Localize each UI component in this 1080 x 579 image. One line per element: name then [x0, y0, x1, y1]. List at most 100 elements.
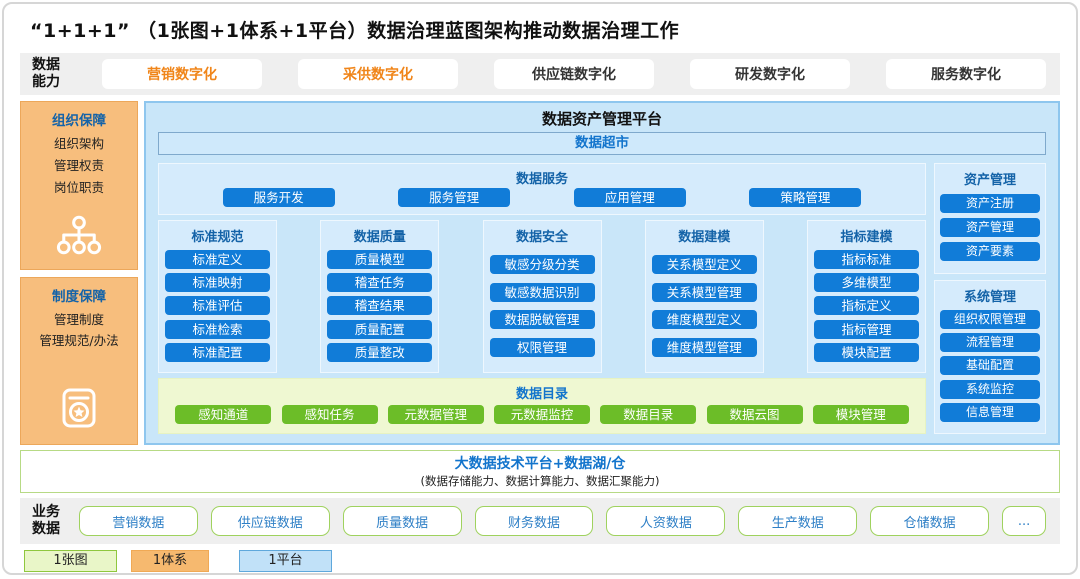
finance-data-pill[interactable]: 财务数据 — [474, 506, 594, 536]
data-service-title: 数据服务 — [515, 172, 568, 187]
permission-mgmt-button[interactable]: 权限管理 — [489, 338, 595, 358]
quality-config-button[interactable]: 质量配置 — [327, 319, 433, 339]
module-config-button[interactable]: 模块配置 — [814, 342, 919, 362]
sense-channel-button[interactable]: 感知通道 — [175, 405, 272, 424]
data-quality-column: 数据质量 质量模型 稽查任务 稽查结果 质量配置 质量整改 — [320, 220, 440, 373]
audit-task-button[interactable]: 稽查任务 — [327, 273, 433, 293]
capability-band-label: 数据能力 — [32, 56, 60, 91]
audit-result-button[interactable]: 稽查结果 — [327, 296, 433, 316]
capability-procurement[interactable]: 采供数字化 — [298, 59, 458, 89]
bigdata-title: 大数据技术平台+数据湖/仓 — [454, 456, 626, 472]
org-item: 管理权责 — [53, 157, 104, 173]
data-catalog-section: 数据目录 感知通道 感知任务 元数据管理 元数据监控 数据目录 数据云图 模块管… — [158, 378, 926, 434]
multidim-model-button[interactable]: 多维模型 — [814, 273, 919, 293]
warehouse-data-pill[interactable]: 仓储数据 — [870, 506, 990, 536]
legend-one-map: 1张图 — [24, 550, 117, 572]
system-mgmt-section: 系统管理 组织权限管理 流程管理 基础配置 系统监控 信息管理 — [934, 280, 1046, 434]
system-mgmt-title: 系统管理 — [963, 290, 1016, 305]
asset-mgmt-section: 资产管理 资产注册 资产管理 资产要素 — [934, 163, 1046, 274]
supply-chain-data-pill[interactable]: 供应链数据 — [210, 506, 330, 536]
process-mgmt-button[interactable]: 流程管理 — [940, 333, 1040, 353]
data-masking-button[interactable]: 数据脱敏管理 — [489, 310, 595, 330]
asset-element-button[interactable]: 资产要素 — [940, 242, 1040, 261]
legend-one-platform: 1平台 — [239, 550, 332, 572]
service-dev-button[interactable]: 服务开发 — [222, 188, 335, 207]
sensitive-classify-button[interactable]: 敏感分级分类 — [489, 254, 595, 274]
data-modeling-column: 数据建模 关系模型定义 关系模型管理 维度模型定义 维度模型管理 — [644, 220, 764, 373]
policy-mgmt-button[interactable]: 策略管理 — [749, 188, 862, 207]
business-data-band: 业务数据 营销数据 供应链数据 质量数据 财务数据 人资数据 生产数据 仓储数据… — [20, 498, 1060, 544]
policy-item: 管理规范/办法 — [39, 333, 119, 349]
policy-guarantee-box: 制度保障 管理制度 管理规范/办法 — [20, 276, 138, 445]
module-mgmt-button[interactable]: 模块管理 — [812, 405, 909, 424]
quality-fix-button[interactable]: 质量整改 — [327, 342, 433, 362]
stamp-certificate-icon — [27, 386, 131, 434]
relation-model-define-button[interactable]: 关系模型定义 — [651, 254, 757, 274]
std-search-button[interactable]: 标准检索 — [165, 319, 270, 339]
dimension-model-define-button[interactable]: 维度模型定义 — [651, 310, 757, 330]
asset-mgmt-title: 资产管理 — [963, 173, 1016, 188]
quality-data-pill[interactable]: 质量数据 — [342, 506, 462, 536]
org-guarantee-title: 组织保障 — [52, 113, 106, 129]
info-mgmt-button[interactable]: 信息管理 — [940, 402, 1040, 422]
org-permission-button[interactable]: 组织权限管理 — [940, 310, 1040, 330]
guarantee-sidebar: 组织保障 组织架构 管理权责 岗位职责 — [20, 101, 138, 445]
asset-register-button[interactable]: 资产注册 — [940, 194, 1040, 213]
dimension-model-mgmt-button[interactable]: 维度模型管理 — [651, 338, 757, 358]
capability-marketing[interactable]: 营销数字化 — [102, 59, 262, 89]
hr-data-pill[interactable]: 人资数据 — [606, 506, 726, 536]
bigdata-platform-band: 大数据技术平台+数据湖/仓 (数据存储能力、数据计算能力、数据汇聚能力) — [20, 450, 1060, 493]
indicator-mgmt-button[interactable]: 指标管理 — [814, 319, 919, 339]
data-mart-bar[interactable]: 数据超市 — [158, 132, 1046, 155]
standards-column: 标准规范 标准定义 标准映射 标准评估 标准检索 标准配置 — [158, 220, 277, 373]
legend-one-system: 1体系 — [131, 550, 209, 572]
asset-mgmt-button[interactable]: 资产管理 — [940, 218, 1040, 237]
data-quality-title: 数据质量 — [353, 230, 406, 245]
org-guarantee-box: 组织保障 组织架构 管理权责 岗位职责 — [20, 101, 138, 270]
std-mapping-button[interactable]: 标准映射 — [165, 273, 270, 293]
data-catalog-title: 数据目录 — [515, 387, 568, 402]
org-item: 组织架构 — [53, 136, 104, 151]
data-catalog-button[interactable]: 数据目录 — [600, 405, 697, 424]
sense-task-button[interactable]: 感知任务 — [281, 405, 378, 424]
capability-service[interactable]: 服务数字化 — [886, 59, 1046, 89]
data-capability-band: 数据能力 营销数字化 采供数字化 供应链数字化 研发数字化 服务数字化 — [20, 53, 1060, 95]
data-service-section: 数据服务 服务开发 服务管理 应用管理 策略管理 — [158, 163, 926, 215]
data-security-column: 数据安全 敏感分级分类 敏感数据识别 数据脱敏管理 权限管理 — [482, 220, 602, 373]
capability-rnd[interactable]: 研发数字化 — [690, 59, 850, 89]
relation-model-mgmt-button[interactable]: 关系模型管理 — [651, 282, 757, 302]
capability-supply-chain[interactable]: 供应链数字化 — [494, 59, 654, 89]
more-data-pill[interactable]: ... — [1002, 506, 1047, 536]
page-title: “1+1+1” （1张图+1体系+1平台）数据治理蓝图架构推动数据治理工作 — [30, 20, 680, 42]
metadata-monitor-button[interactable]: 元数据监控 — [494, 405, 590, 424]
system-monitor-button[interactable]: 系统监控 — [940, 379, 1040, 399]
marketing-data-pill[interactable]: 营销数据 — [79, 506, 198, 536]
data-modeling-title: 数据建模 — [678, 230, 731, 245]
legend: 1张图 1体系 1平台 — [20, 550, 1060, 572]
service-mgmt-button[interactable]: 服务管理 — [398, 188, 511, 207]
data-cloudmap-button[interactable]: 数据云图 — [706, 405, 803, 424]
policy-guarantee-title: 制度保障 — [52, 288, 106, 305]
standards-title: 标准规范 — [191, 230, 244, 245]
std-config-button[interactable]: 标准配置 — [165, 342, 270, 362]
bigdata-subtitle: (数据存储能力、数据计算能力、数据汇聚能力) — [420, 474, 660, 488]
std-evaluate-button[interactable]: 标准评估 — [165, 296, 270, 316]
app-mgmt-button[interactable]: 应用管理 — [573, 188, 686, 207]
basic-config-button[interactable]: 基础配置 — [940, 356, 1040, 376]
platform-title: 数据资产管理平台 — [541, 110, 662, 128]
std-define-button[interactable]: 标准定义 — [165, 250, 270, 270]
business-band-label: 业务数据 — [32, 503, 60, 538]
policy-item: 管理制度 — [53, 311, 104, 327]
quality-model-button[interactable]: 质量模型 — [327, 250, 433, 270]
data-security-title: 数据安全 — [515, 230, 568, 245]
indicator-define-button[interactable]: 指标定义 — [814, 296, 919, 316]
sensitive-identify-button[interactable]: 敏感数据识别 — [489, 282, 595, 302]
indicator-modeling-column: 指标建模 指标标准 多维模型 指标定义 指标管理 模块配置 — [807, 220, 926, 373]
indicator-modeling-title: 指标建模 — [840, 230, 893, 245]
production-data-pill[interactable]: 生产数据 — [738, 506, 858, 536]
org-item: 岗位职责 — [53, 179, 104, 195]
indicator-standard-button[interactable]: 指标标准 — [814, 250, 919, 270]
data-asset-platform: 数据资产管理平台 数据超市 数据服务 服务开发 服务管理 应用管理 策略管理 — [144, 101, 1060, 445]
metadata-mgmt-button[interactable]: 元数据管理 — [387, 405, 484, 424]
